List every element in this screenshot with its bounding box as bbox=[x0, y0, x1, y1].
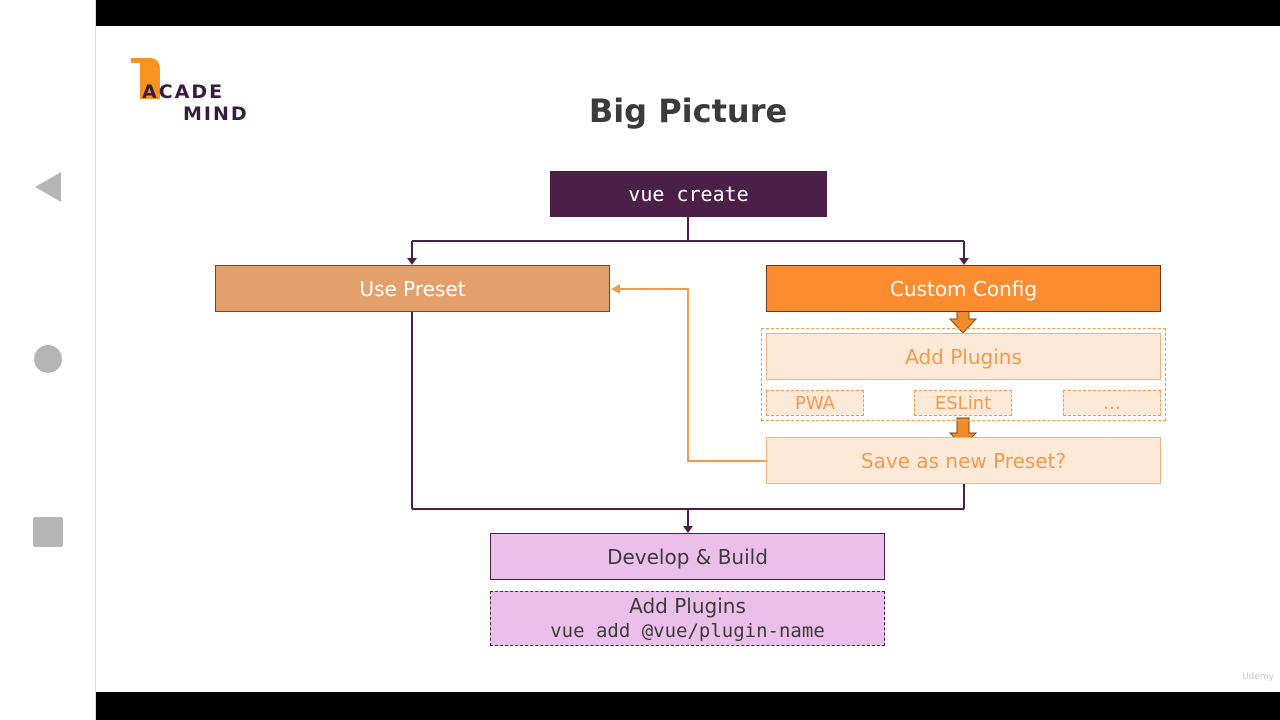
triangle-left-icon bbox=[34, 172, 61, 202]
recents-button[interactable] bbox=[0, 516, 95, 548]
add-plugins-later-title: Add Plugins bbox=[629, 593, 746, 618]
add-plugins-later-command: vue add @vue/plugin-name bbox=[550, 619, 825, 642]
back-button[interactable] bbox=[0, 170, 95, 204]
save-preset-box: Save as new Preset? bbox=[766, 437, 1161, 484]
use-preset-box: Use Preset bbox=[215, 265, 610, 312]
academind-logo: ACADE MIND bbox=[128, 55, 248, 125]
logo-text-line2: MIND bbox=[183, 103, 249, 125]
android-nav-bar bbox=[0, 0, 96, 720]
logo-text-line1: ACADE bbox=[142, 81, 225, 103]
plugin-more-chip: ... bbox=[1063, 390, 1161, 416]
custom-config-box: Custom Config bbox=[766, 265, 1161, 312]
plugin-pwa-chip: PWA bbox=[766, 390, 864, 416]
square-icon bbox=[32, 517, 63, 547]
vue-create-box: vue create bbox=[550, 171, 827, 217]
logo-flag-icon bbox=[131, 58, 160, 99]
udemy-watermark: Udemy bbox=[1242, 672, 1274, 682]
video-top-bar bbox=[96, 0, 1280, 26]
add-plugins-box: Add Plugins bbox=[766, 333, 1161, 380]
plugin-eslint-chip: ESLint bbox=[914, 390, 1012, 416]
add-plugins-later-box: Add Plugins vue add @vue/plugin-name bbox=[490, 591, 885, 646]
circle-icon bbox=[33, 345, 62, 373]
plugins-group-container bbox=[761, 328, 1166, 421]
slide-title: Big Picture bbox=[588, 92, 788, 130]
home-button[interactable] bbox=[0, 344, 95, 374]
develop-build-box: Develop & Build bbox=[490, 533, 885, 580]
video-bottom-bar bbox=[96, 692, 1280, 720]
